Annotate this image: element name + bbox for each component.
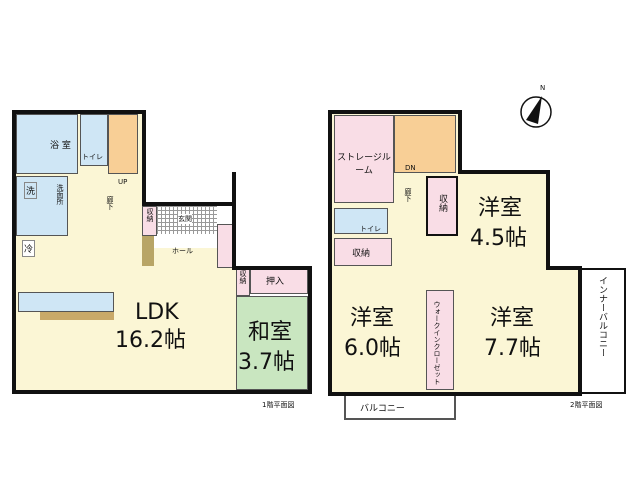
walk-in-closet xyxy=(426,290,454,390)
storage-b xyxy=(334,238,392,266)
wall xyxy=(12,110,146,114)
washer-icon: 洗 xyxy=(24,182,38,199)
shoe-storage xyxy=(217,224,233,268)
wall xyxy=(328,110,462,114)
balcony-label: バルコニー xyxy=(360,404,405,414)
hall-label: 廊下 xyxy=(106,196,114,210)
pillar xyxy=(142,236,154,266)
wall xyxy=(142,202,234,206)
washitsu xyxy=(236,296,308,390)
stairs-1f xyxy=(108,114,138,174)
wall xyxy=(546,266,582,270)
oshiire xyxy=(250,268,308,294)
bath-label: 浴 室 xyxy=(50,141,71,151)
storage-a xyxy=(426,176,458,236)
room2-size: 6.0帖 xyxy=(344,336,401,361)
room3-size: 7.7帖 xyxy=(484,336,541,361)
wall xyxy=(12,110,16,394)
room1-name: 洋室 xyxy=(478,196,523,221)
ldk-name: LDK xyxy=(135,300,179,325)
toilet-label: トイレ xyxy=(82,153,103,161)
room1 xyxy=(460,172,548,268)
up-label: UP xyxy=(118,178,128,186)
floor2-caption: 2階平面図 xyxy=(570,401,603,409)
storage-label: 収納 xyxy=(146,208,154,222)
wall xyxy=(458,110,462,174)
hall2-label: 廊下 xyxy=(404,188,412,202)
ldk-size: 16.2帖 xyxy=(115,328,186,353)
storage-1f xyxy=(142,206,157,236)
north-label: N xyxy=(540,84,546,92)
storage-room-label: ストレージルーム xyxy=(337,153,391,176)
storage-b-label: 収納 xyxy=(352,249,371,259)
north-arrow-icon: N xyxy=(516,84,556,130)
wall xyxy=(578,266,582,396)
floor1-caption: 1階平面図 xyxy=(262,401,295,409)
wall xyxy=(232,172,236,270)
dn-label: DN xyxy=(405,164,416,172)
hole-label: ホール xyxy=(172,247,193,255)
wall xyxy=(12,390,312,394)
room3 xyxy=(460,268,580,394)
storage2-label: 収納 xyxy=(239,270,247,284)
wall xyxy=(328,392,582,396)
fridge-icon: 冷 xyxy=(22,240,36,257)
room3-name: 洋室 xyxy=(490,306,535,331)
ldk-area xyxy=(14,248,236,392)
wall xyxy=(308,266,312,394)
oshiire-label: 押入 xyxy=(266,277,285,287)
storage-room xyxy=(334,115,394,203)
toilet2-label: トイレ xyxy=(360,225,381,233)
wall xyxy=(546,170,550,270)
inner-balcony-label: インナーバルコニー xyxy=(597,276,607,357)
counter-bar xyxy=(40,312,114,320)
wall xyxy=(142,110,146,206)
wall xyxy=(328,110,332,396)
washitsu-name: 和室 xyxy=(248,320,293,345)
room2-name: 洋室 xyxy=(350,306,395,331)
toilet-2f xyxy=(334,208,388,234)
room1-size: 4.5帖 xyxy=(470,226,527,251)
kitchen-counter xyxy=(18,292,114,312)
washroom-label: 洗面所 xyxy=(56,184,64,205)
bathroom xyxy=(16,114,78,174)
stairs-2f xyxy=(394,115,456,173)
storage-a-label: 収納 xyxy=(437,194,447,212)
wall xyxy=(232,266,312,270)
toilet-1f xyxy=(80,114,108,166)
closet-label: ウォークインクローゼット xyxy=(433,301,441,385)
entrance-label: 玄関 xyxy=(178,214,192,224)
wall xyxy=(458,170,550,174)
washitsu-size: 3.7帖 xyxy=(238,350,295,375)
